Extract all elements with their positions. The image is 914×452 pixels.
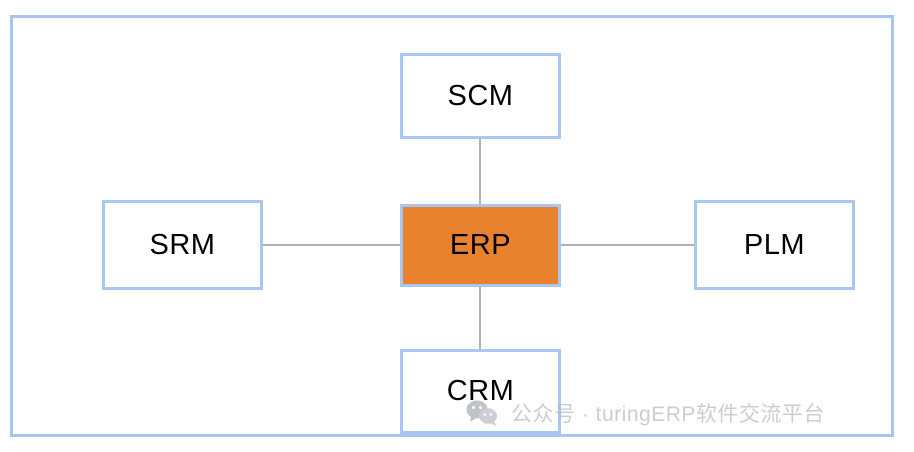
node-srm-label: SRM xyxy=(149,228,216,261)
node-crm[interactable]: CRM xyxy=(400,349,561,434)
connector-srm-erp xyxy=(261,244,403,246)
node-plm[interactable]: PLM xyxy=(694,200,855,290)
node-scm[interactable]: SCM xyxy=(400,53,561,139)
node-crm-label: CRM xyxy=(446,375,515,407)
node-erp-label: ERP xyxy=(449,229,512,261)
node-srm[interactable]: SRM xyxy=(102,200,263,290)
node-scm-label: SCM xyxy=(447,79,514,112)
diagram-frame: SCM SRM ERP PLM CRM xyxy=(10,15,894,437)
node-erp[interactable]: ERP xyxy=(400,204,561,287)
connector-erp-crm xyxy=(479,284,481,352)
connector-erp-plm xyxy=(559,244,696,246)
node-plm-label: PLM xyxy=(743,228,806,261)
connector-scm-erp xyxy=(479,136,481,206)
